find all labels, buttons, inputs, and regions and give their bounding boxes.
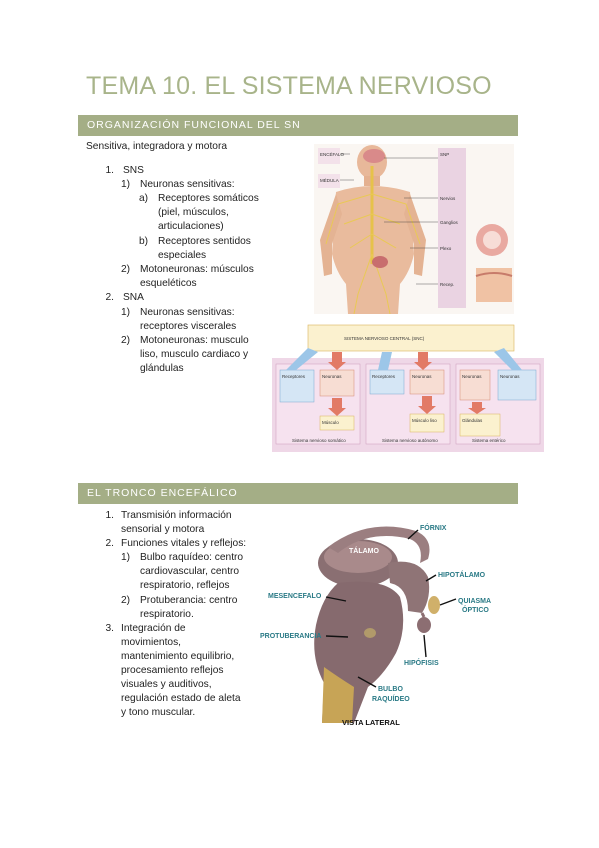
list-marker: 2. (105, 538, 115, 549)
label-hipotalamo: HIPOTÁLAMO (438, 570, 486, 579)
list-marker: 1. (105, 510, 115, 521)
list-marker: 2) (120, 264, 130, 275)
list-item: Motoneuronas: musculo (140, 335, 249, 346)
nervous-system-flow-diagram: SISTEMA NERVIOSO CENTRAL (SNC) Receptore… (272, 318, 544, 458)
list-item: Transmisión información (121, 510, 232, 521)
list-marker: 2) (120, 595, 130, 606)
list-marker: 2) (120, 335, 130, 346)
label-vista-lateral: VISTA LATERAL (342, 718, 400, 727)
label-mesencefalo: MESENCEFALO (268, 593, 322, 600)
list-marker: b) (138, 236, 148, 247)
list-marker: 1) (120, 179, 130, 190)
svg-text:Neuronas: Neuronas (500, 374, 520, 379)
list-item: especiales (158, 250, 207, 261)
list-item: Receptores sentidos (158, 236, 251, 247)
svg-text:Sistema entérico: Sistema entérico (472, 438, 506, 443)
list-item: Motoneuronas: músculos (140, 264, 254, 275)
label-bulbo-line2: RAQUÍDEO (372, 694, 410, 703)
svg-text:ENCÉFALO: ENCÉFALO (320, 151, 345, 157)
list-marker: 3. (105, 623, 115, 634)
list-marker: 1) (120, 552, 130, 563)
list-item: movimientos, (121, 637, 182, 648)
label-talamo: TÁLAMO (349, 546, 379, 555)
list-item: articulaciones) (158, 221, 224, 232)
section-heading-tronco: EL TRONCO ENCEFÁLICO (78, 483, 518, 504)
svg-text:Nervios: Nervios (440, 196, 456, 201)
svg-text:Glándulas: Glándulas (462, 418, 483, 423)
label-fornix: FÓRNIX (420, 523, 447, 532)
list-marker: a) (138, 193, 148, 204)
label-bulbo-line1: BULBO (378, 686, 403, 693)
nervous-system-body-figure: ENCÉFALO MÉDULA SNP Nervios Ganglios Ple… (314, 144, 514, 314)
intro-text: Sensitiva, integradora y motora (86, 141, 227, 152)
list-item: receptores viscerales (140, 321, 237, 332)
svg-text:Receptores: Receptores (372, 374, 396, 379)
list-item: Neuronas sensitivas: (140, 307, 235, 318)
list-marker: 1. (105, 165, 115, 176)
list-item: visuales y auditivos, (121, 679, 212, 690)
svg-text:Músculo liso: Músculo liso (412, 418, 437, 423)
svg-text:Neuronas: Neuronas (322, 374, 342, 379)
list-item: Funciones vitales y reflejos: (121, 538, 247, 549)
list-item: Protuberancia: centro (140, 595, 238, 606)
list-item: liso, musculo cardiaco y (140, 349, 249, 360)
list-marker: 1) (120, 307, 130, 318)
svg-text:Recep.: Recep. (440, 282, 454, 287)
label-quiasma-line1: QUIASMA (458, 598, 491, 605)
list-item: mantenimiento equilibrio, (121, 651, 235, 662)
list-marker: 2. (105, 292, 115, 303)
brainstem-lateral-figure: FÓRNIX TÁLAMO HIPOTÁLAMO MESENCEFALO QUI… (258, 517, 520, 731)
list-item: glándulas (140, 363, 184, 374)
list-item: regulación estado de aleta (121, 693, 241, 704)
section-heading-organizacion: ORGANIZACIÓN FUNCIONAL DEL SN (78, 115, 518, 136)
list-item: Receptores somáticos (158, 193, 259, 204)
svg-text:Ganglios: Ganglios (440, 220, 459, 225)
list-item: (piel, músculos, (158, 207, 229, 218)
list-item: procesamiento reflejos (121, 665, 224, 676)
page-title: TEMA 10. EL SISTEMA NERVIOSO (86, 72, 492, 100)
svg-text:SNP: SNP (440, 152, 449, 157)
list-item: respiratorio, reflejos (140, 580, 230, 591)
list-item: respiratorio. (140, 609, 194, 620)
svg-text:Plexo: Plexo (440, 246, 452, 251)
svg-text:MÉDULA: MÉDULA (320, 177, 339, 183)
label-quiasma-line2: ÓPTICO (462, 605, 489, 614)
label-hipofisis: HIPÓFISIS (404, 658, 439, 667)
list-item-sns: SNS (123, 165, 144, 176)
svg-text:Músculo: Músculo (322, 420, 339, 425)
list-item: Bulbo raquídeo: centro (140, 552, 244, 563)
list-item: y tono muscular. (121, 707, 196, 718)
svg-text:Sistema nervioso autónomo: Sistema nervioso autónomo (382, 438, 438, 443)
list-item: Neuronas sensitivas: (140, 179, 235, 190)
list-item: cardiovascular, centro (140, 566, 240, 577)
list-item-sna: SNA (123, 292, 144, 303)
list-item: Integración de (121, 623, 186, 634)
label-protuberancia: PROTUBERANCIA (260, 633, 321, 640)
svg-text:Sistema nervioso somático: Sistema nervioso somático (292, 438, 346, 443)
list-item: sensorial y motora (121, 524, 205, 535)
svg-text:SISTEMA NERVIOSO CENTRAL (SNC): SISTEMA NERVIOSO CENTRAL (SNC) (344, 336, 425, 341)
svg-text:Neuronas: Neuronas (412, 374, 432, 379)
svg-text:Receptores: Receptores (282, 374, 306, 379)
svg-text:Neuronas: Neuronas (462, 374, 482, 379)
list-item: esqueléticos (140, 278, 197, 289)
